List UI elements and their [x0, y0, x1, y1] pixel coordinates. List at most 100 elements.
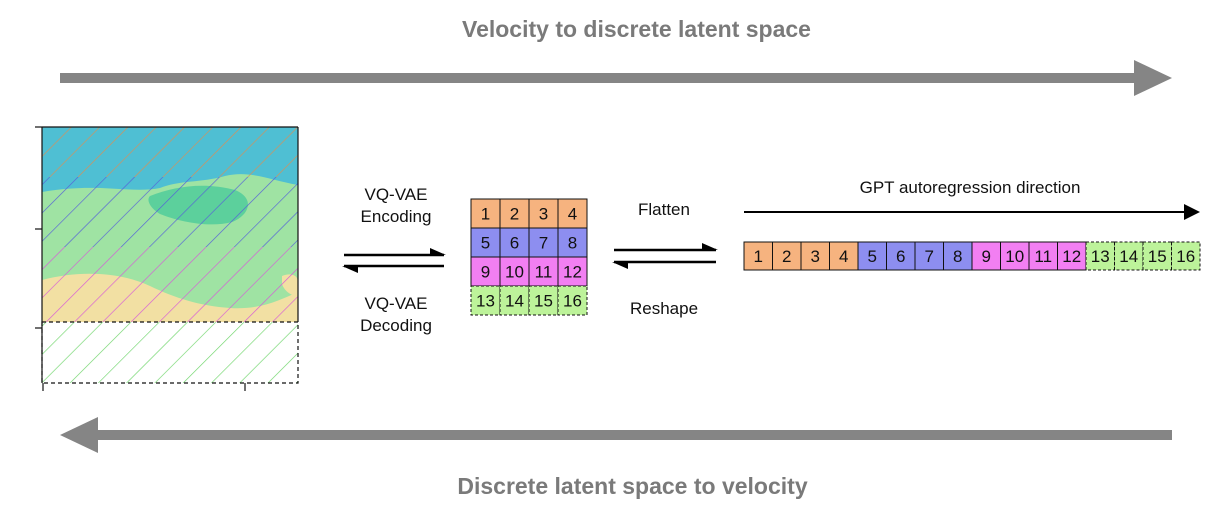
- sequence-token-number: 9: [982, 247, 991, 266]
- grid-token-6: 6: [499, 227, 530, 258]
- grid-token-number: 15: [534, 292, 553, 311]
- sequence-token-box: [800, 241, 830, 271]
- sequence-token-number: 13: [1091, 247, 1110, 266]
- grid-token-8: 8: [557, 227, 588, 258]
- grid-token-box: [528, 285, 559, 316]
- grid-token-13: 13: [470, 285, 501, 316]
- decoding-label: VQ-VAE Decoding: [346, 293, 446, 337]
- sequence-token-number: 12: [1062, 247, 1081, 266]
- sequence-token-box: [829, 241, 859, 271]
- sequence-token-7: 7: [914, 241, 944, 271]
- grid-token-7: 7: [528, 227, 559, 258]
- grid-token-number: 9: [481, 263, 490, 282]
- sequence-token-number: 5: [868, 247, 877, 266]
- grid-token-box: [499, 285, 530, 316]
- sequence-token-number: 15: [1148, 247, 1167, 266]
- grid-token-number: 5: [481, 234, 490, 253]
- sequence-token-11: 11: [1028, 241, 1058, 271]
- sequence-token-14: 14: [1114, 241, 1144, 271]
- bottom-title: Discrete latent space to velocity: [457, 473, 808, 499]
- sequence-token-16: 16: [1171, 241, 1201, 271]
- sequence-token-number: 7: [925, 247, 934, 266]
- sequence-token-3: 3: [800, 241, 830, 271]
- grid-token-14: 14: [499, 285, 530, 316]
- sequence-token-number: 14: [1119, 247, 1138, 266]
- top-title: Velocity to discrete latent space: [462, 16, 811, 42]
- grid-token-11: 11: [528, 256, 559, 287]
- grid-token-2: 2: [499, 198, 530, 229]
- grid-token-9: 9: [470, 256, 501, 287]
- sequence-token-9: 9: [971, 241, 1001, 271]
- sequence-token-15: 15: [1142, 241, 1172, 271]
- sequence-token-box: [886, 241, 916, 271]
- grid-token-box: [470, 285, 501, 316]
- decoding-label-line1: VQ-VAE: [364, 294, 428, 313]
- encoding-label-line1: VQ-VAE: [364, 185, 428, 204]
- reshape-label: Reshape: [629, 299, 699, 318]
- grid-token-box: [528, 227, 559, 258]
- sequence-token-12: 12: [1057, 241, 1087, 271]
- sequence-token-10: 10: [1000, 241, 1030, 271]
- sequence-token-box: [1028, 241, 1058, 271]
- sequence-token-number: 16: [1176, 247, 1195, 266]
- grid-token-number: 4: [568, 205, 577, 224]
- grid-token-number: 1: [481, 205, 490, 224]
- grid-token-3: 3: [528, 198, 559, 229]
- grid-token-number: 6: [510, 234, 519, 253]
- sequence-token-number: 4: [839, 247, 848, 266]
- sequence-token-4: 4: [829, 241, 859, 271]
- grid-token-16: 16: [557, 285, 588, 316]
- sequence-token-number: 10: [1005, 247, 1024, 266]
- sequence-token-number: 2: [782, 247, 791, 266]
- sequence-token-number: 8: [953, 247, 962, 266]
- grid-token-box: [499, 227, 530, 258]
- flatten-label: Flatten: [638, 200, 690, 219]
- sequence-token-6: 6: [886, 241, 916, 271]
- grid-token-box: [557, 227, 588, 258]
- sequence-token-number: 1: [754, 247, 763, 266]
- sequence-token-5: 5: [857, 241, 887, 271]
- grid-token-box: [470, 198, 501, 229]
- sequence-token-box: [914, 241, 944, 271]
- grid-token-box: [557, 256, 588, 287]
- sequence-token-box: [743, 241, 773, 271]
- grid-token-number: 12: [563, 263, 582, 282]
- encoding-label-line2: Encoding: [360, 207, 432, 226]
- grid-token-box: [528, 256, 559, 287]
- sequence-token-box: [1171, 241, 1201, 271]
- gpt-direction-label: GPT autoregression direction: [859, 178, 1081, 197]
- grid-token-number: 2: [510, 205, 519, 224]
- grid-token-number: 8: [568, 234, 577, 253]
- sequence-token-8: 8: [943, 241, 973, 271]
- grid-token-number: 16: [563, 292, 582, 311]
- grid-token-number: 11: [535, 263, 553, 282]
- sequence-token-number: 11: [1034, 247, 1052, 266]
- grid-token-box: [557, 285, 588, 316]
- grid-token-box: [528, 198, 559, 229]
- sequence-token-13: 13: [1085, 241, 1115, 271]
- grid-token-number: 13: [476, 292, 495, 311]
- grid-token-12: 12: [557, 256, 588, 287]
- grid-token-number: 14: [505, 292, 524, 311]
- grid-token-15: 15: [528, 285, 559, 316]
- sequence-token-2: 2: [772, 241, 802, 271]
- encoding-label: VQ-VAE Encoding: [346, 184, 446, 228]
- decoding-label-line2: Decoding: [360, 316, 432, 335]
- grid-token-number: 10: [505, 263, 524, 282]
- sequence-token-box: [943, 241, 973, 271]
- sequence-token-box: [1142, 241, 1172, 271]
- sequence-token-1: 1: [743, 241, 773, 271]
- sequence-token-box: [1057, 241, 1087, 271]
- grid-token-box: [470, 256, 501, 287]
- sequence-token-box: [772, 241, 802, 271]
- grid-token-number: 7: [539, 234, 548, 253]
- grid-token-1: 1: [470, 198, 501, 229]
